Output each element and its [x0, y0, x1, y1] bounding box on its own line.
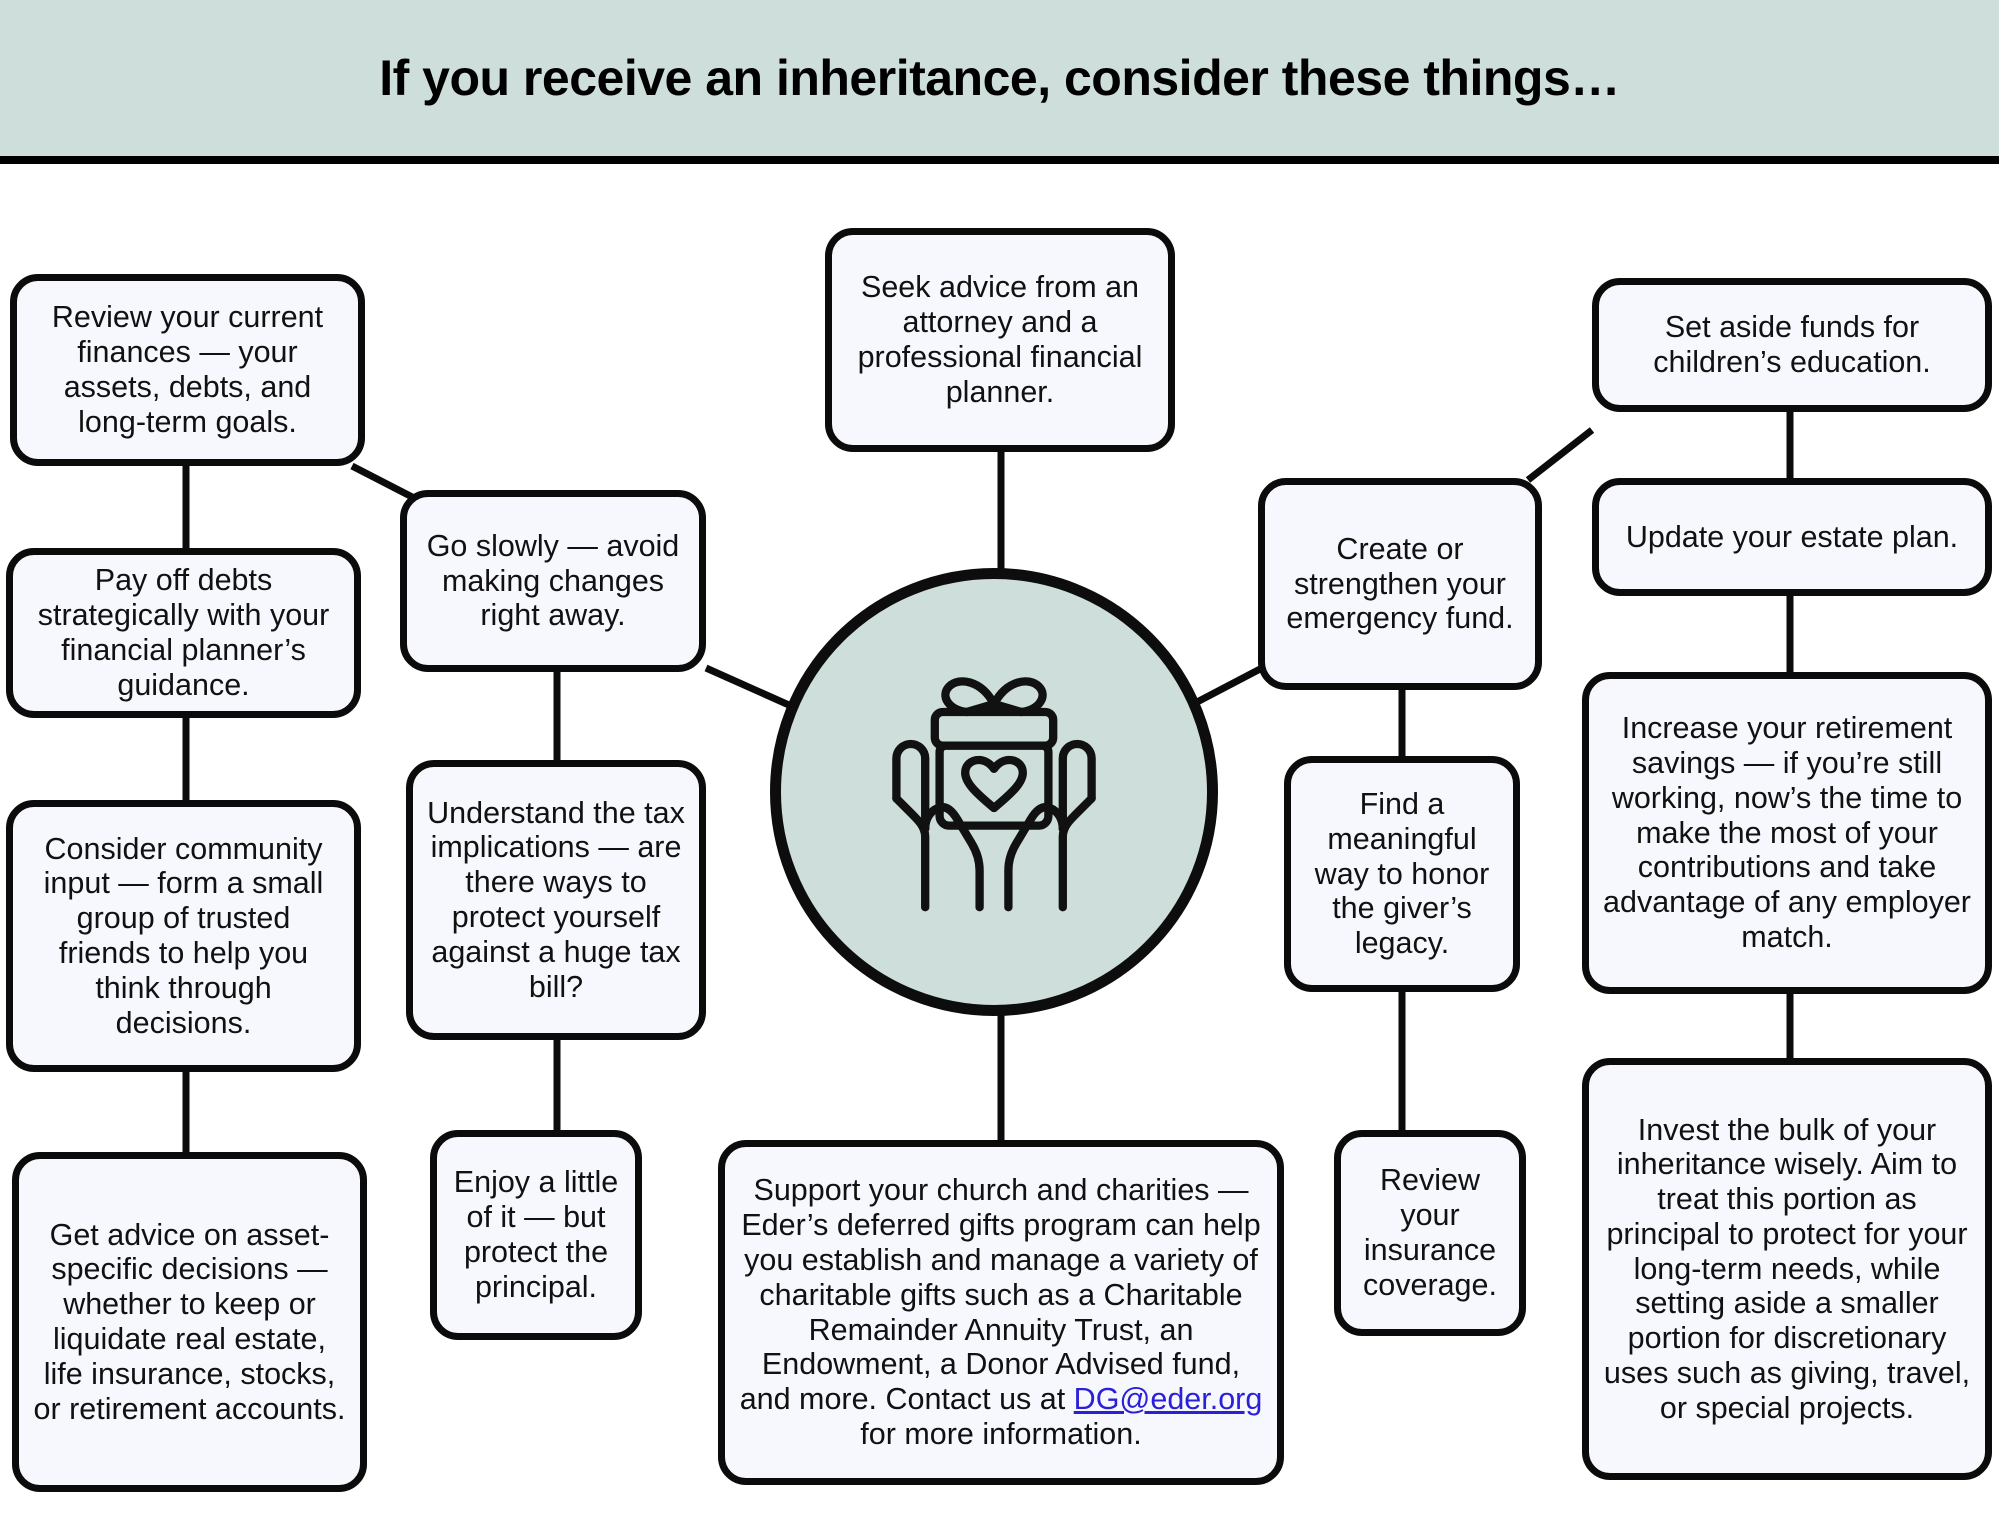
node-honor-legacy[interactable]: Find a meaningful way to honor the giver… [1284, 756, 1520, 992]
wire-emergency-to-education [1525, 427, 1595, 483]
node-children-education[interactable]: Set aside funds for children’s education… [1592, 278, 1992, 412]
node-pay-off-debts[interactable]: Pay off debts strategically with your fi… [6, 548, 361, 718]
node-tax-implications[interactable]: Understand the tax implications — are th… [406, 760, 706, 1040]
email-link[interactable]: DG@eder.org [1073, 1382, 1263, 1417]
node-label: Get advice on asset-specific decisions —… [33, 1217, 346, 1426]
node-label: Seek advice from an attorney and a profe… [857, 270, 1143, 409]
node-label: Update your estate plan. [1625, 519, 1959, 554]
node-label: Consider community input — form a small … [43, 831, 324, 1040]
node-label: Review your current finances — your asse… [51, 300, 324, 439]
node-label: Support your church and charities — Eder… [739, 1173, 1263, 1451]
node-label: Invest the bulk of your inheritance wise… [1603, 1112, 1971, 1425]
node-seek-advice[interactable]: Seek advice from an attorney and a profe… [825, 228, 1175, 452]
node-label: Enjoy a little of it — but protect the p… [453, 1165, 619, 1304]
node-invest-bulk[interactable]: Invest the bulk of your inheritance wise… [1582, 1058, 1992, 1480]
node-label: Set aside funds for children’s education… [1653, 310, 1931, 379]
node-review-finances[interactable]: Review your current finances — your asse… [10, 274, 365, 466]
node-label: Increase your retirement savings — if yo… [1603, 711, 1971, 954]
node-community-input[interactable]: Consider community input — form a small … [6, 800, 361, 1072]
center-emblem [770, 568, 1218, 1016]
node-label: Pay off debts strategically with your fi… [37, 563, 330, 702]
node-insurance-review[interactable]: Review your insurance coverage. [1334, 1130, 1526, 1336]
support-text-before: Support your church and charities — Eder… [739, 1173, 1261, 1417]
node-emergency-fund[interactable]: Create or strengthen your emergency fund… [1258, 478, 1542, 690]
header-banner: If you receive an inheritance, consider … [0, 0, 1999, 164]
node-label: Find a meaningful way to honor the giver… [1314, 787, 1490, 961]
node-estate-plan[interactable]: Update your estate plan. [1592, 478, 1992, 596]
node-label: Go slowly — avoid making changes right a… [426, 528, 680, 633]
node-support-church[interactable]: Support your church and charities — Eder… [718, 1140, 1284, 1485]
node-retirement-savings[interactable]: Increase your retirement savings — if yo… [1582, 672, 1992, 994]
node-label: Review your insurance coverage. [1363, 1163, 1497, 1302]
wire-review-to-goslowly [350, 462, 420, 504]
page-title: If you receive an inheritance, consider … [379, 49, 1620, 106]
node-label: Understand the tax implications — are th… [427, 795, 685, 1004]
support-text-after: for more information. [860, 1416, 1142, 1451]
gift-in-hands-icon [892, 677, 1096, 912]
node-go-slowly[interactable]: Go slowly — avoid making changes right a… [400, 490, 706, 672]
node-asset-advice[interactable]: Get advice on asset-specific decisions —… [12, 1152, 367, 1492]
node-enjoy-a-little[interactable]: Enjoy a little of it — but protect the p… [430, 1130, 642, 1340]
node-label: Create or strengthen your emergency fund… [1286, 531, 1514, 636]
